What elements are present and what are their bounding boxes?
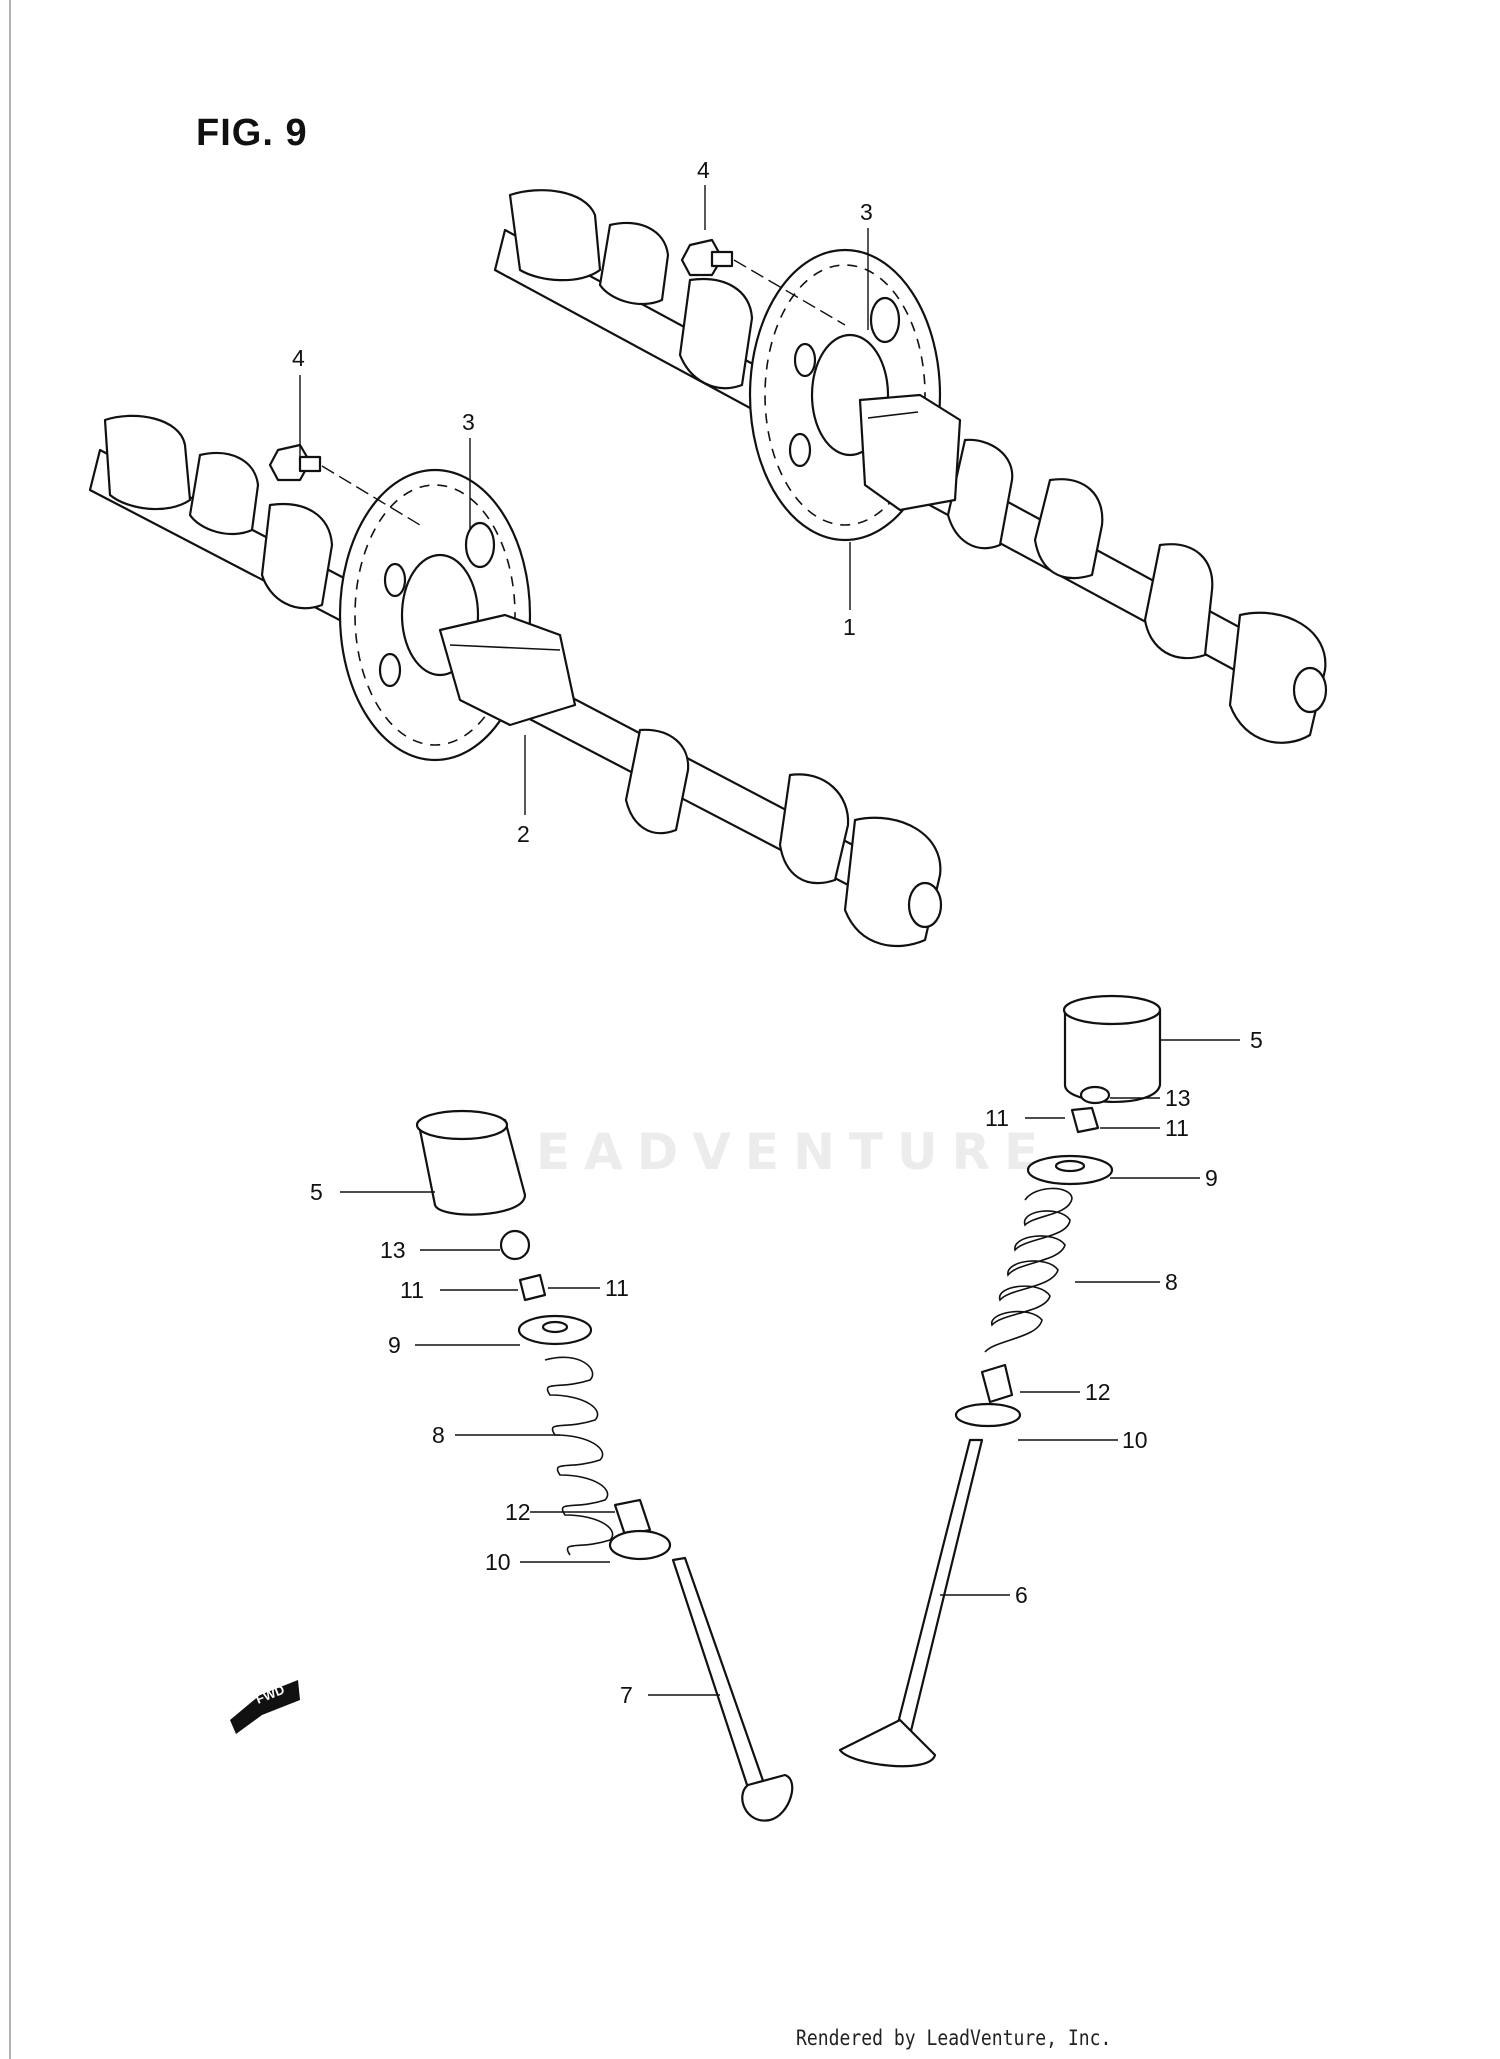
callout-13-left: 13 [380,1237,406,1263]
callout-10-left: 10 [485,1549,511,1575]
camshaft-intake [88,414,943,947]
spring-retainer-right [1026,1154,1114,1186]
callout-11-left-a: 11 [400,1277,424,1303]
spring-seat-right [954,1402,1022,1428]
tappet-right [1062,994,1162,1103]
callout-7: 7 [620,1682,633,1708]
watermark-text: LEADVENTURE [490,1123,1053,1181]
shim-right [1079,1085,1111,1105]
forward-arrow-icon [230,1680,300,1734]
footer-credit: Rendered by LeadVenture, Inc. [796,2026,1112,2050]
shim-left [499,1229,531,1261]
tappet-left [415,1109,527,1216]
spring-retainer-left [517,1314,593,1346]
callout-8-left: 8 [432,1422,445,1448]
callout-9-left: 9 [388,1332,401,1358]
callout-5-right: 5 [1250,1027,1263,1053]
callout-12-left: 12 [505,1499,531,1525]
figure-title: FIG. 9 [196,112,308,154]
callout-3-lower: 3 [462,409,475,435]
callout-8-right: 8 [1165,1269,1178,1295]
cotter-right [1070,1106,1100,1134]
camshaft-exhaust [493,189,1328,744]
stem-seal-right [980,1363,1014,1404]
callout-9-right: 9 [1205,1165,1218,1191]
valve-spring-left [544,1356,614,1556]
callout-6: 6 [1015,1582,1028,1608]
callout-3-upper: 3 [860,199,873,225]
valve-exhaust [838,1438,984,1768]
leader-lines [299,185,1240,1696]
cotter-left [518,1273,547,1302]
valve-spring-right [984,1187,1073,1353]
callout-13-right: 13 [1165,1085,1191,1111]
callout-4-upper: 4 [697,157,710,183]
callout-4-lower: 4 [292,345,305,371]
stem-seal-left [613,1498,652,1537]
callout-11-right-a: 11 [985,1105,1009,1131]
callout-10-right: 10 [1122,1427,1148,1453]
callout-2: 2 [517,821,530,847]
spring-seat-left [608,1529,672,1561]
callout-5-left: 5 [310,1179,323,1205]
callout-labels: 4 3 1 4 3 2 5 13 11 11 9 8 12 10 6 5 13 … [292,157,1263,1708]
valve-intake [671,1556,794,1822]
callout-1: 1 [843,614,856,640]
callout-12-right: 12 [1085,1379,1111,1405]
callout-11-left-b: 11 [605,1275,629,1301]
callout-11-right-b: 11 [1165,1115,1189,1141]
sprocket-bolt-upper [680,238,846,326]
